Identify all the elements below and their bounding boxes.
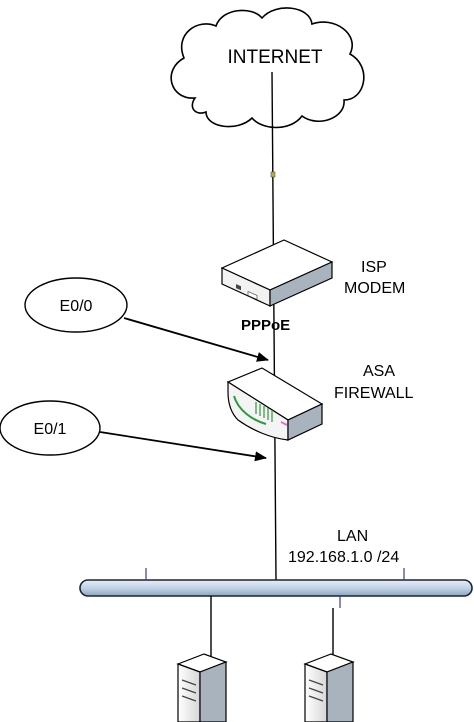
asa-firewall-label-line1: ASA (363, 363, 395, 380)
isp-modem-label-line1: ISP (361, 259, 387, 276)
pppoe-label: PPPoE (241, 317, 290, 334)
isp-modem-device (220, 239, 334, 307)
arrow-e0-1 (99, 431, 267, 462)
interface-label-e0-1: E0/1 (34, 421, 67, 438)
cloud-label: INTERNET (228, 47, 323, 68)
link-connector (270, 171, 276, 178)
server-2-device (303, 653, 355, 722)
server-1-device (176, 653, 228, 722)
lan-label-line1: LAN (337, 528, 368, 545)
interface-callout-e0-1: E0/1 (0, 400, 267, 462)
asa-firewall-label-line2: FIREWALL (334, 385, 414, 402)
main-link-line (271, 71, 277, 581)
interface-label-e0-0: E0/0 (60, 298, 93, 315)
interface-callout-e0-0: E0/0 (24, 277, 269, 362)
internet-cloud: INTERNET (170, 7, 365, 129)
lan-bus (79, 568, 473, 608)
asa-firewall-device (226, 367, 324, 441)
isp-modem-label-line2: MODEM (344, 280, 405, 297)
lan-label-line2: 192.168.1.0 /24 (288, 549, 399, 566)
arrow-e0-0 (123, 317, 269, 362)
